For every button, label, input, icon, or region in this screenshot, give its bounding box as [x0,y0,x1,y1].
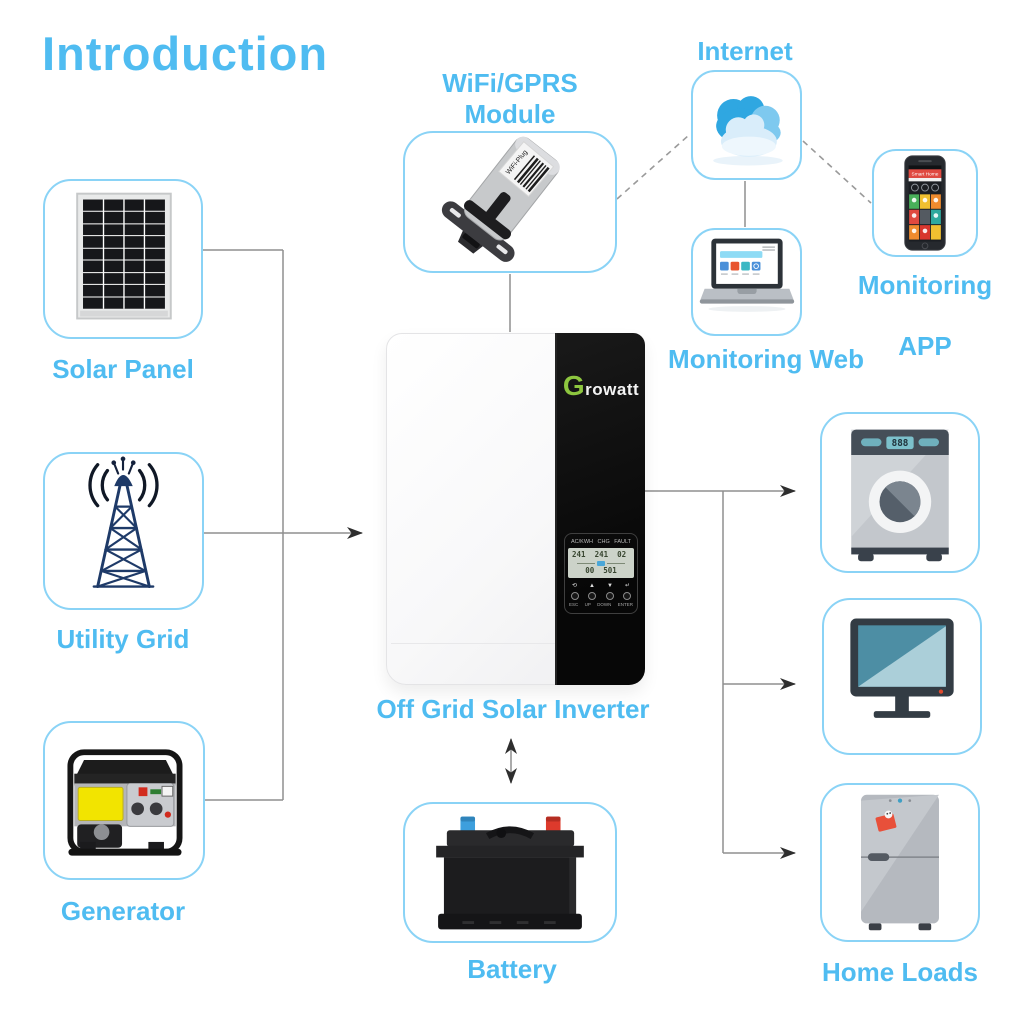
card-refrigerator [820,783,980,942]
inverter-screen-block: AC/KWH CHG FAULT 241 241 02 00 501 ⟲ ▲ ▼… [564,533,638,614]
monitoring-app-label-line2: APP [898,331,952,361]
lcd-battery-icon [597,560,605,566]
card-monitoring-app: Smart Home [872,149,978,257]
battery-label: Battery [467,954,557,984]
page-title: Introduction [42,27,329,80]
cloud-to-app-dashed-line [802,140,872,204]
growatt-logo: Growatt [562,370,640,401]
left-bus-line [203,249,284,801]
enter-button [622,592,631,600]
cloud-icon [713,96,783,166]
inverter-buttons [568,592,634,600]
card-wifi-module: WiFi-Plug [403,131,617,273]
solar-panel-icon [76,192,172,320]
refrigerator-icon [861,794,939,931]
generator-icon [67,749,183,856]
card-washing-machine: 888 [820,412,980,573]
enter-icon: ↵ [624,583,630,589]
inverter-image: Growatt AC/KWH CHG FAULT 241 241 02 00 5… [386,333,645,685]
generator-label: Generator [60,896,186,926]
right-bus-line [645,490,724,853]
battery-icon [436,816,584,930]
tv-icon [850,618,954,718]
wifi-module-label: WiFi/GPRS Module [442,68,578,129]
monitoring-app-label-line1: Monitoring [857,270,993,300]
up-icon: ▲ [589,583,595,589]
down-button [605,592,614,600]
inverter-seam [391,643,640,644]
phone-app-header: Smart Home [912,172,939,178]
down-icon: ▼ [606,583,613,589]
washing-machine-icon: 888 [851,429,949,562]
utility-grid-icon [88,456,159,589]
internet-label: Internet [697,36,793,66]
card-monitoring-web [691,228,802,336]
smartphone-icon: Smart Home [904,155,946,251]
laptop-icon [699,238,795,312]
card-tv [822,598,982,755]
card-solar-panel [43,179,203,339]
inverter-lcd: 241 241 02 00 501 [568,548,634,578]
home-loads-label: Home Loads [821,957,979,987]
inverter-front-panel: Growatt AC/KWH CHG FAULT 241 241 02 00 5… [555,333,645,685]
wifi-module-icon: WiFi-Plug [441,136,560,262]
card-internet [691,70,802,180]
wifi-to-cloud-dashed-line [616,134,690,200]
inverter-label: Off Grid Solar Inverter [376,694,650,724]
solar-panel-label: Solar Panel [52,354,194,384]
up-button [588,592,597,600]
inverter-button-glyphs: ⟲ ▲ ▼ ↵ [568,583,634,590]
card-battery [403,802,617,943]
inverter-button-labels: ESC UP DOWN ENTER [569,602,633,607]
inverter-status-labels: AC/KWH CHG FAULT [571,539,631,545]
utility-grid-label: Utility Grid [56,624,190,654]
card-utility-grid [43,452,204,610]
monitoring-web-label: Monitoring Web [668,344,864,374]
esc-button [571,592,579,600]
card-generator [43,721,205,880]
washer-display: 888 [892,438,909,449]
esc-icon: ⟲ [572,583,578,589]
